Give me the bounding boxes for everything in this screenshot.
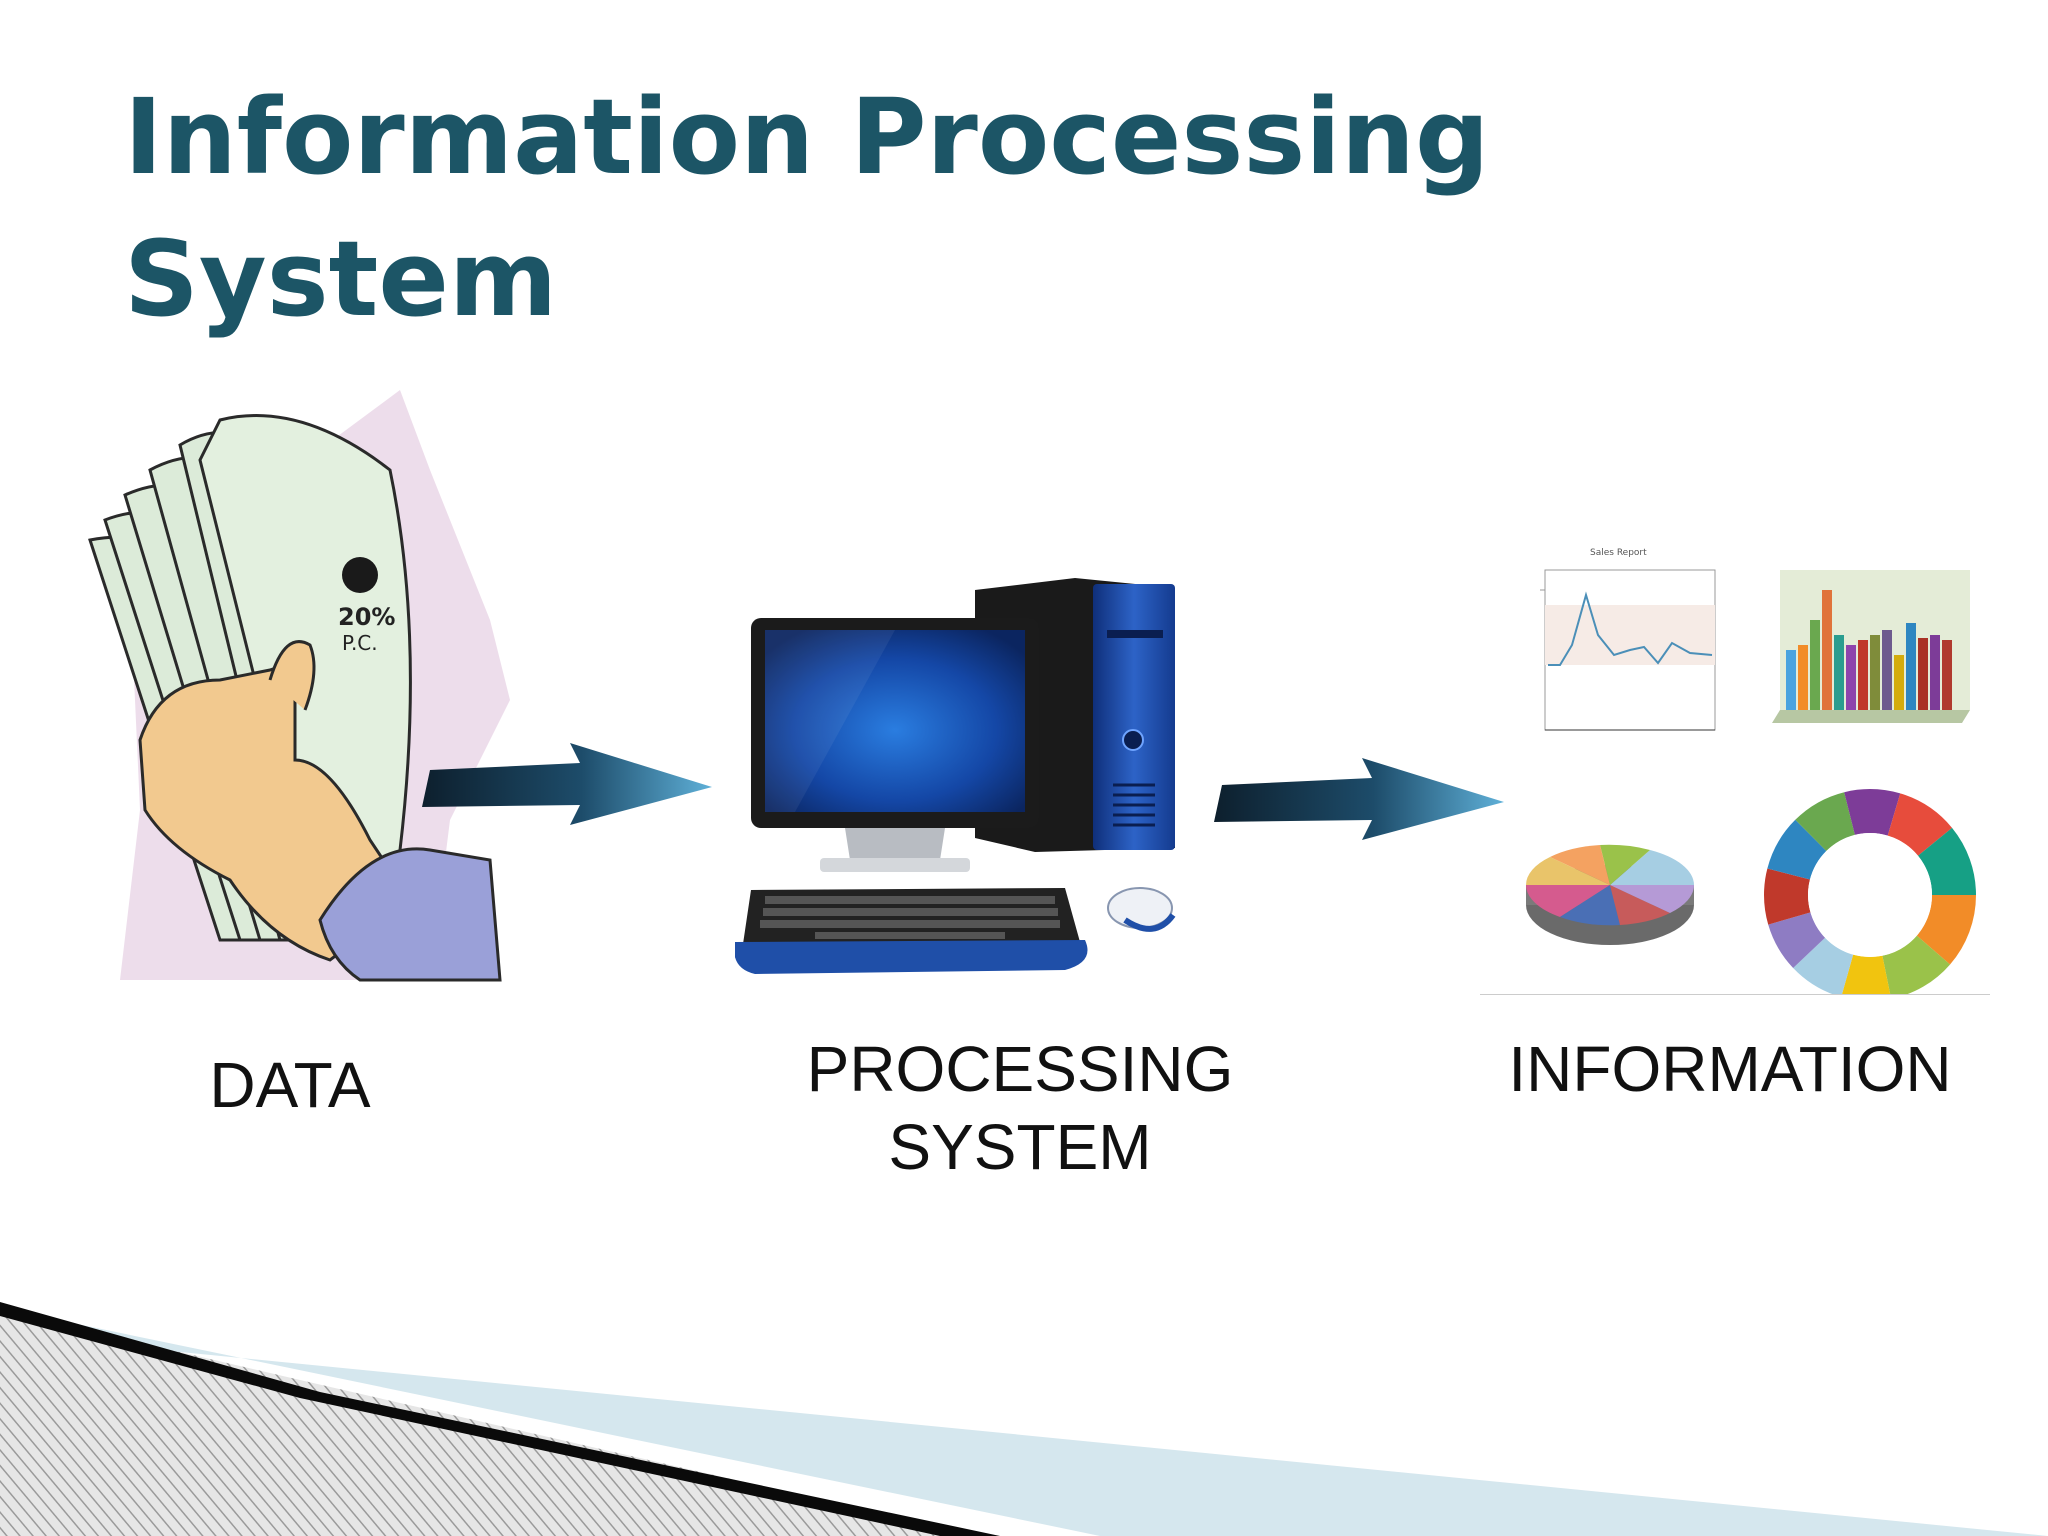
processing-system-label: PROCESSING SYSTEM: [806, 1033, 1234, 1183]
donut-chart-thumbnail: [1764, 789, 1976, 995]
title-line-2: System: [124, 218, 558, 340]
data-label: DATA: [209, 1049, 371, 1121]
line-chart-thumbnail: Sales Report: [1540, 548, 1716, 731]
title-line-1: Information Processing: [124, 76, 1490, 198]
information-label: INFORMATION: [1508, 1033, 1952, 1105]
pie-chart-thumbnail: [1526, 844, 1694, 945]
svg-text:20%: 20%: [338, 603, 395, 631]
bar-chart-thumbnail: [1772, 570, 1970, 723]
desktop-computer-icon: [735, 578, 1176, 974]
footer-decoration: [0, 1302, 2048, 1536]
money-documents-hand-icon: 20% P.C.: [88, 390, 510, 982]
svg-text:Sales Report: Sales Report: [1590, 548, 1647, 558]
report-charts-icon: Sales Report: [1480, 548, 1990, 995]
svg-text:P.C.: P.C.: [342, 631, 378, 655]
right-arrow-icon: [422, 743, 712, 825]
page-title: Information Processing System: [124, 66, 1624, 350]
right-arrow-icon: [1214, 758, 1504, 840]
